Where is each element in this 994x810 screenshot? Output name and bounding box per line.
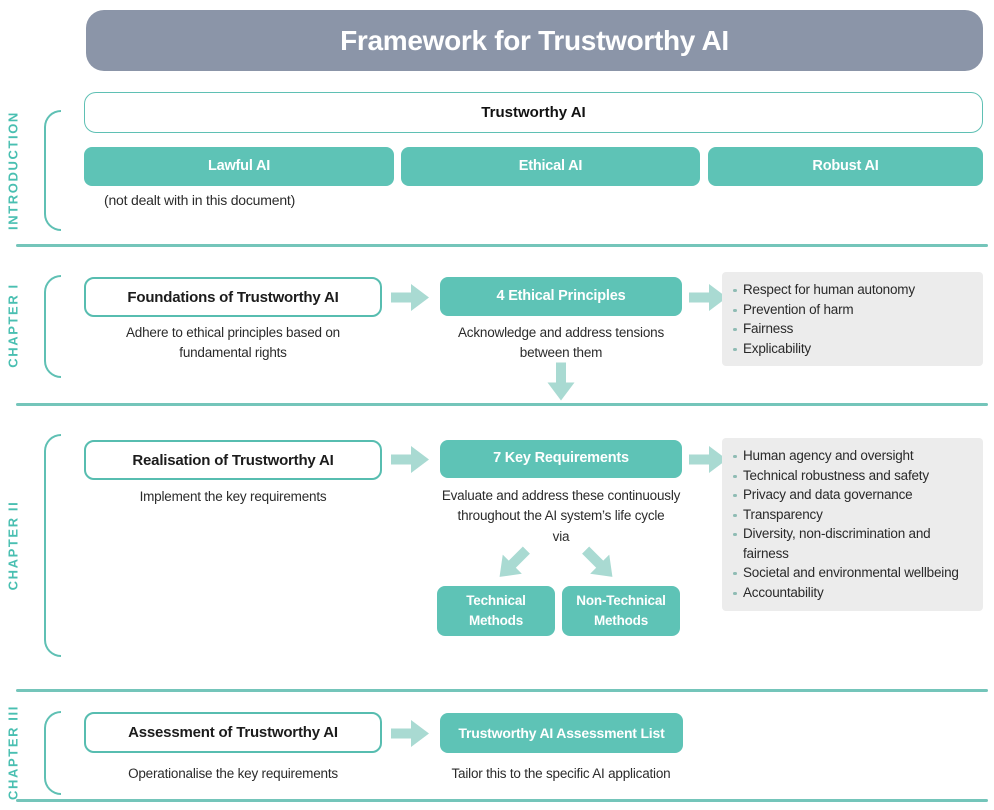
assessment-box: Assessment of Trustworthy AI xyxy=(84,712,382,753)
assessment-title: Assessment of Trustworthy AI xyxy=(128,724,338,741)
key-requirements-subtitle: Evaluate and address these continuously … xyxy=(441,488,681,544)
section-divider xyxy=(16,403,988,406)
list-item: Transparency xyxy=(730,505,975,525)
key-requirements-title: 7 Key Requirements xyxy=(493,450,629,467)
section-label-chapter-1: CHAPTER I xyxy=(5,283,21,368)
section-divider xyxy=(16,244,988,247)
chapter-3-bracket xyxy=(44,711,61,795)
header-banner: Framework for Trustworthy AI xyxy=(86,10,983,71)
realisation-box: Realisation of Trustworthy AI xyxy=(84,440,382,480)
list-item: Explicability xyxy=(730,339,975,359)
arrow-right-icon xyxy=(689,284,727,311)
pillar-lawful-label: Lawful AI xyxy=(207,157,271,174)
arrow-right-icon xyxy=(391,446,429,473)
arrow-right-icon xyxy=(391,284,429,311)
section-label-chapter-2: CHAPTER II xyxy=(5,500,21,591)
key-requirements-list: Human agency and oversight Technical rob… xyxy=(722,438,983,611)
foundations-box: Foundations of Trustworthy AI xyxy=(84,277,382,317)
list-item: Societal and environmental wellbeing xyxy=(730,563,975,583)
section-divider xyxy=(16,689,988,692)
pillar-lawful-ai: Lawful AI xyxy=(84,147,394,186)
list-item: Prevention of harm xyxy=(730,300,975,320)
ethical-principles-title: 4 Ethical Principles xyxy=(496,287,626,304)
trustworthy-ai-box: Trustworthy AI xyxy=(84,92,983,133)
pillar-ethical-ai: Ethical AI xyxy=(401,147,700,186)
ethical-principles-box: 4 Ethical Principles xyxy=(440,277,682,316)
chapter-1-bracket xyxy=(44,275,61,378)
technical-methods-box: Technical Methods xyxy=(437,586,555,636)
realisation-title: Realisation of Trustworthy AI xyxy=(132,451,334,469)
ethical-principles-subtitle: Acknowledge and address tensions between… xyxy=(458,325,664,361)
non-technical-methods-label: Non-Technical Methods xyxy=(576,593,666,628)
assessment-list-box: Trustworthy AI Assessment List xyxy=(440,713,683,753)
trustworthy-ai-label: Trustworthy AI xyxy=(481,104,586,121)
foundations-subtitle: Adhere to ethical principles based on fu… xyxy=(126,325,340,361)
pillar-ethical-label: Ethical AI xyxy=(518,157,583,174)
arrow-down-icon xyxy=(547,362,575,401)
list-item: Fairness xyxy=(730,319,975,339)
arrow-down-left-icon xyxy=(490,541,536,587)
technical-methods-label: Technical Methods xyxy=(466,593,526,628)
list-item: Privacy and data governance xyxy=(730,485,975,505)
key-requirements-box: 7 Key Requirements xyxy=(440,440,682,478)
chapter-2-bracket xyxy=(44,434,61,657)
pillar-robust-label: Robust AI xyxy=(812,157,879,174)
list-item: Respect for human autonomy xyxy=(730,280,975,300)
list-item: Accountability xyxy=(730,583,975,603)
assessment-list-title: Trustworthy AI Assessment List xyxy=(458,724,665,741)
section-divider xyxy=(16,799,988,802)
arrow-right-icon xyxy=(689,446,727,473)
section-label-chapter-3: CHAPTER III xyxy=(5,705,21,800)
realisation-subtitle: Implement the key requirements xyxy=(139,489,327,504)
non-technical-methods-box: Non-Technical Methods xyxy=(562,586,680,636)
assessment-list-subtitle: Tailor this to the specific AI applicati… xyxy=(451,766,671,781)
assessment-subtitle: Operationalise the key requirements xyxy=(128,766,338,781)
arrow-right-icon xyxy=(391,720,429,747)
list-item: Human agency and oversight xyxy=(730,446,975,466)
introduction-bracket xyxy=(44,110,61,231)
page-title: Framework for Trustworthy AI xyxy=(340,24,729,56)
pillar-robust-ai: Robust AI xyxy=(708,147,983,186)
ethical-principles-list: Respect for human autonomy Prevention of… xyxy=(722,272,983,366)
foundations-title: Foundations of Trustworthy AI xyxy=(127,288,339,306)
lawful-ai-note: (not dealt with in this document) xyxy=(104,192,296,208)
list-item: Technical robustness and safety xyxy=(730,466,975,486)
arrow-down-right-icon xyxy=(576,541,622,587)
list-item: Diversity, non-discrimination and fairne… xyxy=(730,524,975,563)
